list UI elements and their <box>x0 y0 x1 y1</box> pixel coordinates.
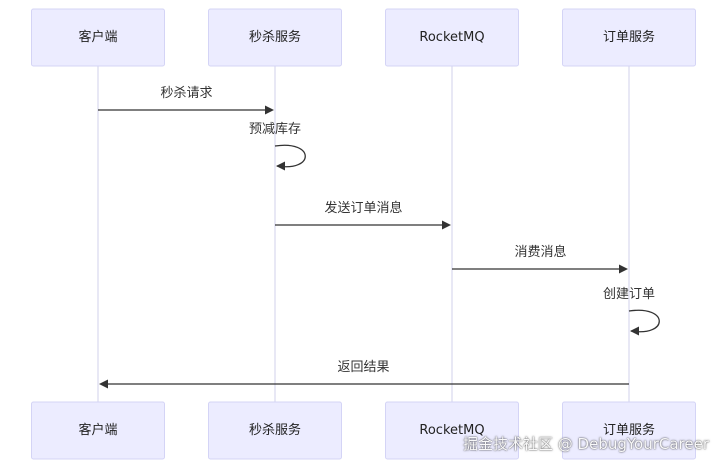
participant-label: RocketMQ <box>419 423 484 438</box>
participant-label: 秒杀服务 <box>249 29 301 45</box>
participant-mq-bottom: RocketMQ <box>385 401 519 460</box>
participant-seckill-bottom: 秒杀服务 <box>208 401 342 460</box>
participant-box <box>208 401 342 460</box>
participant-label: 客户端 <box>78 422 117 438</box>
self-message-line <box>628 309 660 333</box>
participant-label: 秒杀服务 <box>249 422 301 438</box>
participant-box <box>385 8 519 67</box>
message-1: 秒杀请求 <box>98 86 274 115</box>
participant-box <box>31 401 165 460</box>
participant-label: 订单服务 <box>603 29 655 45</box>
participant-client-bottom: 客户端 <box>31 401 165 460</box>
message-label: 返回结果 <box>337 360 389 375</box>
arrowhead <box>630 326 639 336</box>
watermark: 掘金技术社区 @ DebugYourCareer <box>462 435 709 453</box>
arrowhead <box>442 220 451 230</box>
message-label: 消费消息 <box>514 244 566 260</box>
message-2: 预减库存 <box>249 121 306 171</box>
arrowhead <box>276 161 285 171</box>
message-5: 创建订单 <box>603 287 660 336</box>
participant-label: 客户端 <box>78 29 117 45</box>
participant-label: 订单服务 <box>603 422 655 438</box>
participant-label: RocketMQ <box>419 30 484 45</box>
participant-box <box>562 401 696 460</box>
participant-client-top: 客户端 <box>31 8 165 67</box>
participant-order-top: 订单服务 <box>562 8 696 67</box>
message-label: 预减库存 <box>249 121 301 137</box>
participant-seckill-top: 秒杀服务 <box>208 8 342 67</box>
participant-box <box>562 8 696 67</box>
participant-order-bottom: 订单服务 <box>562 401 696 460</box>
self-message-line <box>274 144 306 168</box>
arrowhead <box>619 264 628 274</box>
arrowhead <box>265 105 274 115</box>
arrowhead <box>99 379 108 389</box>
message-label: 创建订单 <box>603 287 655 302</box>
participant-mq-top: RocketMQ <box>385 8 519 67</box>
message-4: 消费消息 <box>452 244 628 274</box>
message-label: 发送订单消息 <box>324 200 402 216</box>
message-6: 返回结果 <box>99 360 629 389</box>
participant-box <box>385 401 519 460</box>
message-label: 秒杀请求 <box>160 86 212 101</box>
participant-box <box>208 8 342 67</box>
participant-box <box>31 8 165 67</box>
message-3: 发送订单消息 <box>275 200 451 230</box>
